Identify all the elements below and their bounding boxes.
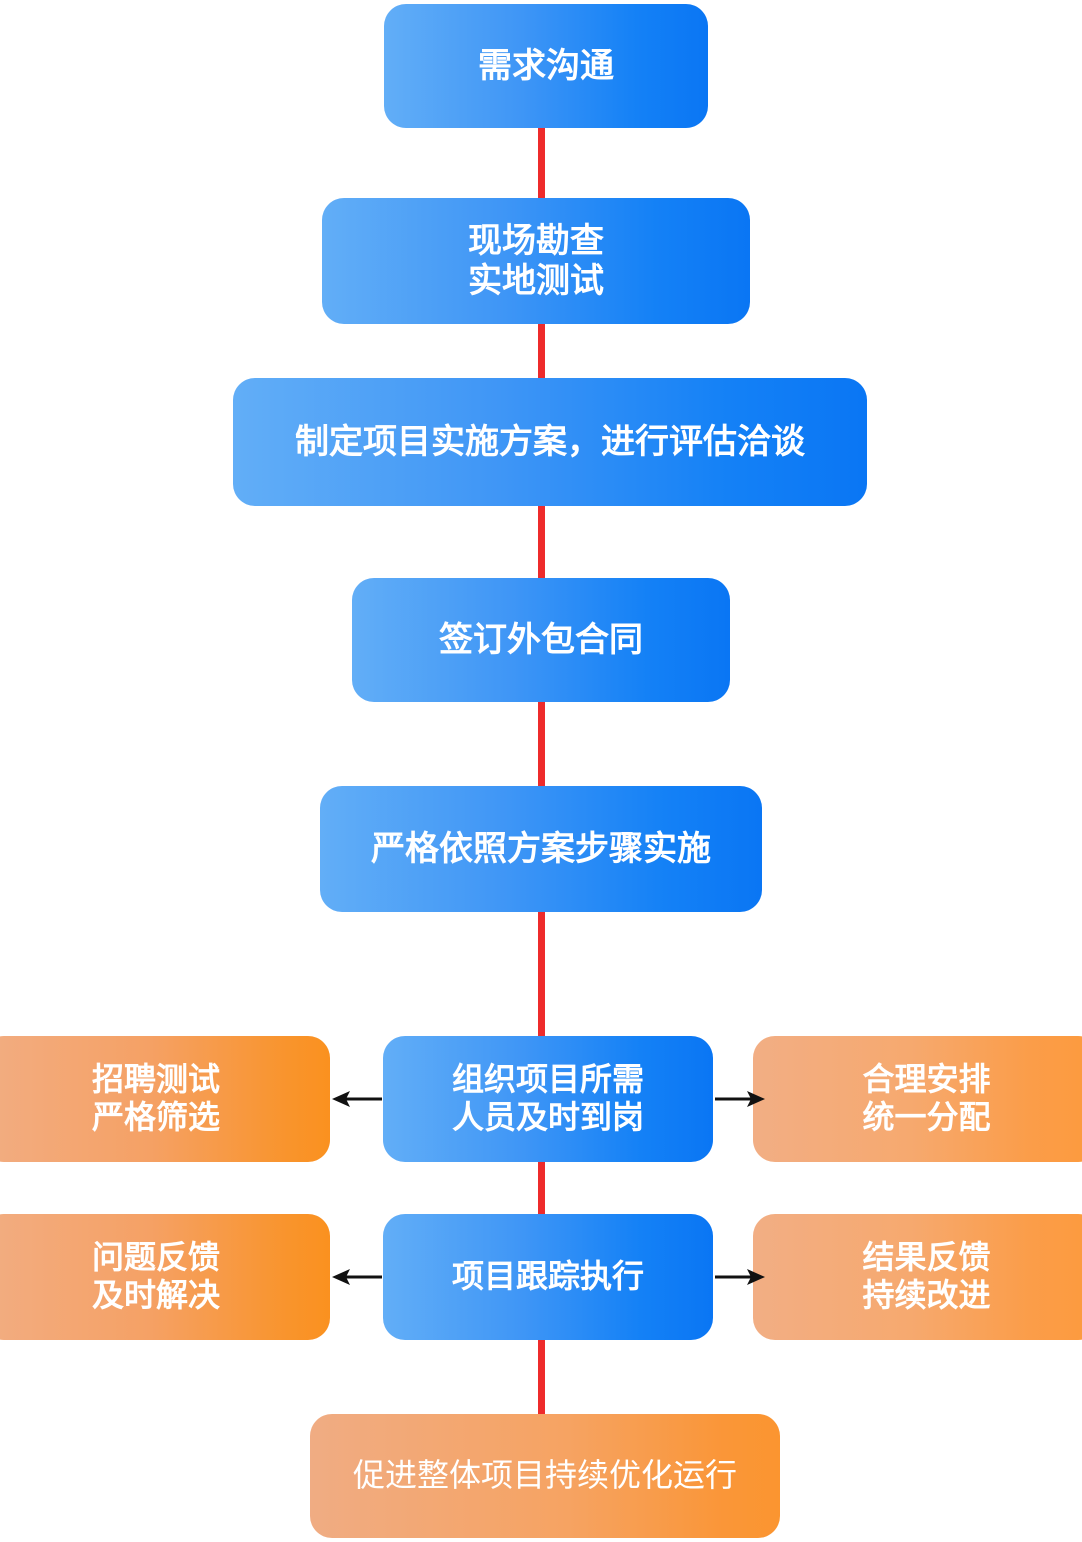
- node-branch-tracking-left[interactable]: 问题反馈 及时解决: [0, 1214, 330, 1340]
- node-branch-staffing-right[interactable]: 合理安排 统一分配: [753, 1036, 1082, 1162]
- node-branch-tracking-left-label: 问题反馈 及时解决: [91, 1239, 220, 1313]
- spine-segment-4: [538, 700, 545, 788]
- arrow-right-tracking: [713, 1266, 767, 1288]
- node-branch-tracking-right-label: 结果反馈 持续改进: [862, 1239, 991, 1313]
- node-step-7-label: 项目跟踪执行: [451, 1258, 644, 1295]
- spine-segment-3: [538, 504, 545, 580]
- node-step-4[interactable]: 签订外包合同: [352, 578, 730, 702]
- node-step-1[interactable]: 需求沟通: [384, 4, 708, 128]
- node-step-6[interactable]: 组织项目所需 人员及时到岗: [383, 1036, 713, 1162]
- node-step-4-label: 签订外包合同: [439, 620, 643, 659]
- spine-segment-7: [538, 1338, 545, 1418]
- node-branch-tracking-right[interactable]: 结果反馈 持续改进: [753, 1214, 1082, 1340]
- node-step-1-label: 需求沟通: [478, 46, 614, 85]
- node-step-2[interactable]: 现场勘查 实地测试: [322, 198, 750, 324]
- node-step-8-label: 促进整体项目持续优化运行: [352, 1457, 737, 1494]
- node-step-8[interactable]: 促进整体项目持续优化运行: [310, 1414, 780, 1538]
- spine-segment-1: [538, 126, 545, 202]
- node-branch-staffing-left-label: 招聘测试 严格筛选: [91, 1061, 220, 1135]
- node-step-3-label: 制定项目实施方案，进行评估洽谈: [295, 422, 805, 461]
- node-step-5[interactable]: 严格依照方案步骤实施: [320, 786, 762, 912]
- spine-segment-5: [538, 910, 545, 1038]
- arrow-left-staffing: [330, 1088, 384, 1110]
- node-step-7[interactable]: 项目跟踪执行: [383, 1214, 713, 1340]
- node-step-2-label: 现场勘查 实地测试: [468, 221, 604, 300]
- spine-segment-2: [538, 322, 545, 380]
- arrow-left-tracking: [330, 1266, 384, 1288]
- spine-segment-6: [538, 1158, 545, 1214]
- node-step-5-label: 严格依照方案步骤实施: [371, 829, 711, 868]
- node-branch-staffing-left[interactable]: 招聘测试 严格筛选: [0, 1036, 330, 1162]
- node-step-6-label: 组织项目所需 人员及时到岗: [451, 1061, 644, 1135]
- arrow-right-staffing: [713, 1088, 767, 1110]
- node-step-3[interactable]: 制定项目实施方案，进行评估洽谈: [233, 378, 867, 506]
- node-branch-staffing-right-label: 合理安排 统一分配: [862, 1061, 991, 1135]
